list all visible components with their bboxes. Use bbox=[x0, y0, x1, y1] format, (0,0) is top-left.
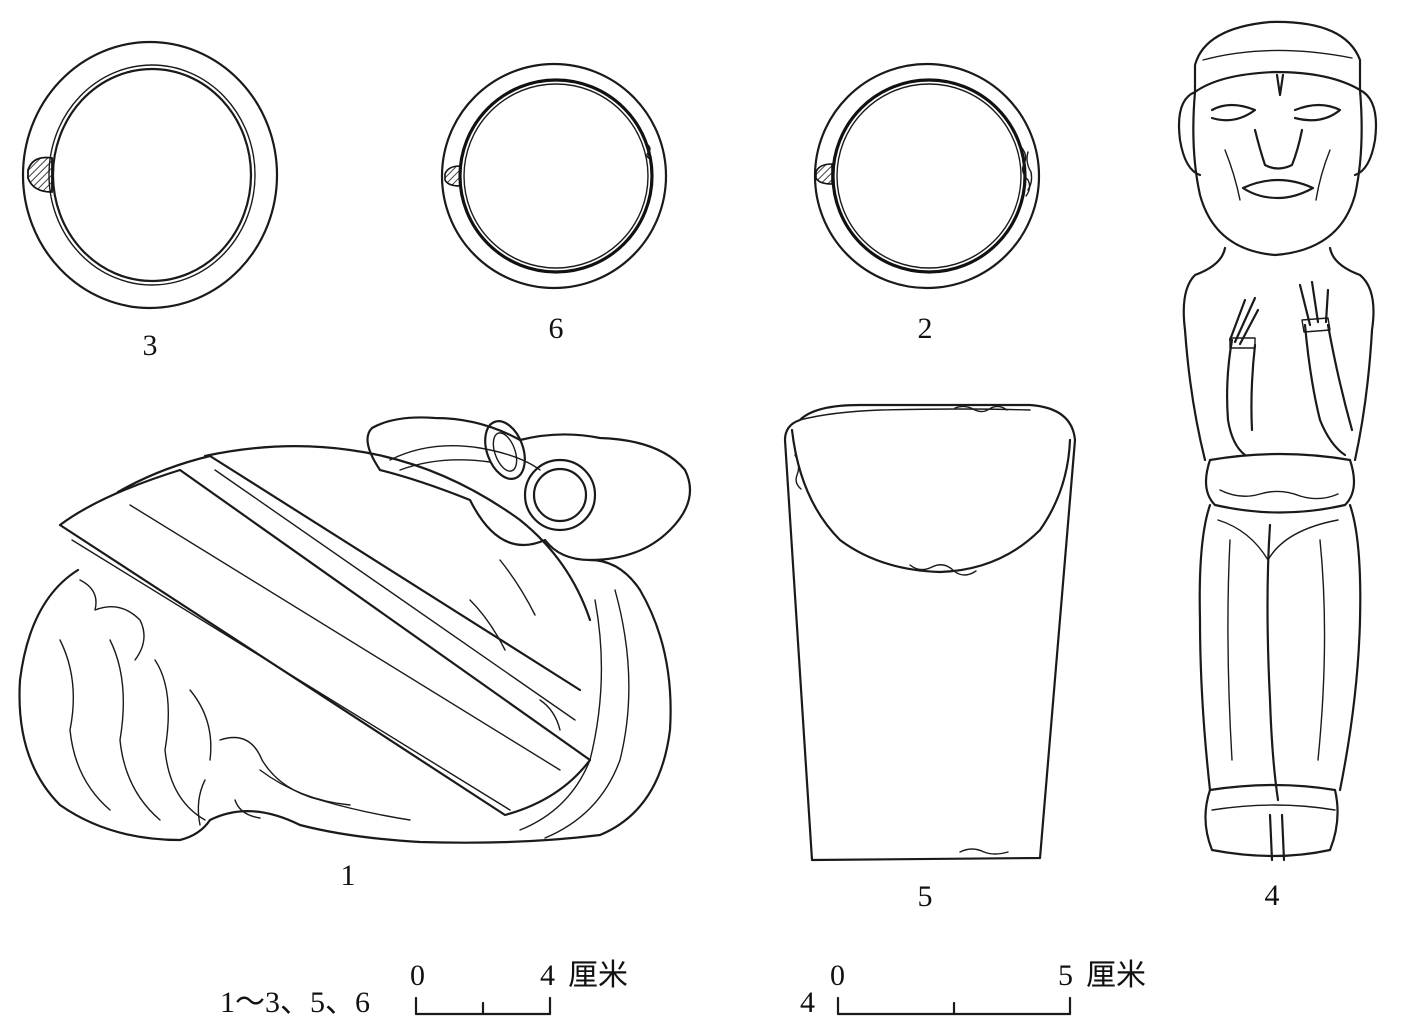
figurine-drawing bbox=[1177, 20, 1378, 862]
scale-bar-small-figures: 1～3、5、6 0 4 厘米 bbox=[220, 959, 628, 1019]
ring-6-cross-section bbox=[815, 163, 833, 185]
scale-bar-a-unit: 厘米 bbox=[568, 959, 628, 992]
figure-label-4: 4 bbox=[1265, 879, 1280, 912]
bird-carving-drawing bbox=[18, 416, 692, 844]
scale-bar-b-start: 0 bbox=[830, 959, 845, 992]
scale-bar-b-applies-to: 4 bbox=[800, 986, 815, 1019]
ring-5-cross-section bbox=[444, 165, 461, 187]
ring-3-cross-section bbox=[27, 156, 53, 193]
scale-bar-b-end: 5 bbox=[1058, 959, 1073, 992]
figure-label-1: 1 bbox=[341, 859, 356, 892]
tube-drawing bbox=[783, 403, 1077, 862]
ring-6-drawing bbox=[813, 62, 1041, 290]
scale-bar-a-start: 0 bbox=[410, 959, 425, 992]
scale-bar-b-unit: 厘米 bbox=[1086, 959, 1146, 992]
ring-5-drawing bbox=[440, 62, 668, 290]
figure-label-5: 6 bbox=[549, 312, 564, 345]
figure-label-3: 3 bbox=[143, 329, 158, 362]
scale-bar-a-applies-to: 1～3、5、6 bbox=[220, 986, 370, 1019]
scale-bar-a-end: 4 bbox=[540, 959, 555, 992]
figure-label-2: 5 bbox=[918, 880, 933, 913]
figure-label-6: 2 bbox=[918, 312, 933, 345]
ring-3-drawing bbox=[21, 40, 279, 310]
scale-bar-figure-4: 4 0 5 厘米 bbox=[800, 959, 1146, 1019]
